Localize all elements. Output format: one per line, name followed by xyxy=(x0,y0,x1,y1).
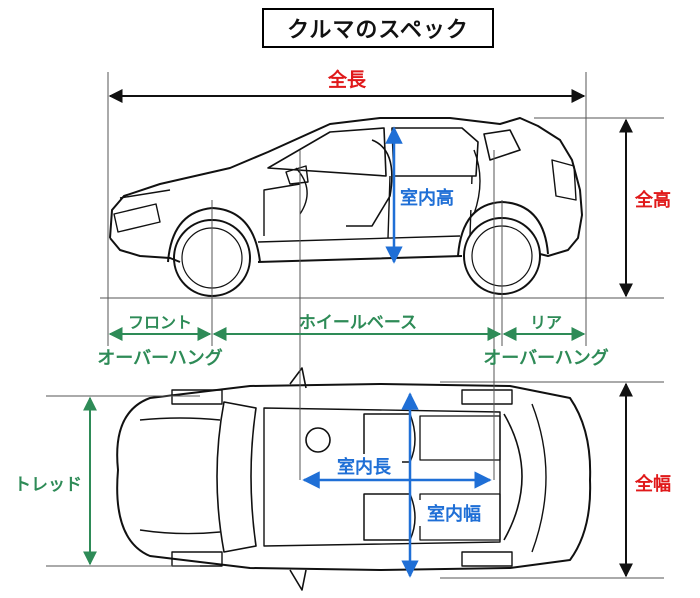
diagram-title: クルマのスペック xyxy=(287,18,469,43)
rear-overhang-label-top: リア xyxy=(530,313,562,332)
tread-label: トレッド xyxy=(14,475,82,495)
title-box: クルマのスペック xyxy=(262,8,494,48)
overall-width-label: 全幅 xyxy=(634,473,671,495)
front-overhang-label-bottom: オーバーハング xyxy=(97,347,222,369)
front-overhang-label-top: フロント xyxy=(128,313,192,332)
side-view-car xyxy=(109,117,583,297)
overall-length-label: 全長 xyxy=(327,68,367,91)
overall-height-label: 全高 xyxy=(634,189,671,211)
interior-width-label: 室内幅 xyxy=(427,503,481,525)
rear-overhang-label-bottom: オーバーハング xyxy=(483,347,608,369)
interior-length-label: 室内長 xyxy=(337,456,392,478)
interior-height-label: 室内高 xyxy=(400,187,454,209)
wheelbase-label: ホイールベース xyxy=(299,313,417,333)
reference-lines xyxy=(46,72,664,579)
